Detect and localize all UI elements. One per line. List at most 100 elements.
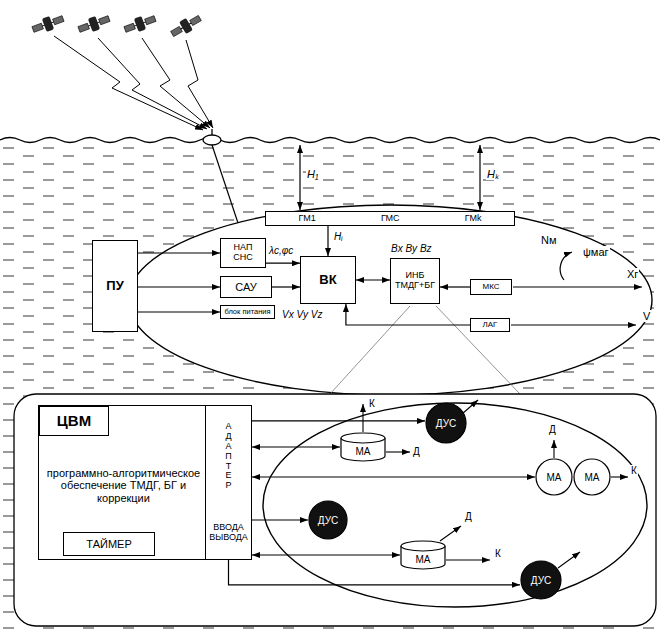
vehicle-axes-part (560, 252, 572, 280)
depth-arrows-part (299, 145, 300, 210)
signal-label: Hᵢ (333, 231, 343, 242)
connector (272, 286, 300, 287)
rate-gyro: ДУС (425, 402, 467, 444)
node-text: МКС (482, 283, 499, 292)
sensor-axes-part (386, 451, 410, 452)
magnetic-compass: МКС (470, 279, 512, 295)
accelerometer: МА (573, 458, 611, 496)
power-unit: блок питания (220, 305, 275, 319)
node-text: МА (585, 472, 600, 483)
node-text: ЦВМ (57, 413, 91, 430)
accelerometer: МА (535, 458, 573, 496)
cpu-cell: ЦВМ (39, 406, 109, 436)
connector (138, 311, 220, 312)
connector (327, 226, 328, 256)
satellites-part (123, 12, 158, 36)
accelerometer: МА (340, 432, 386, 462)
quantity-label: Hₖ (486, 168, 500, 180)
node-text: ТАЙМЕР (86, 538, 131, 550)
radio-signals-part (98, 38, 207, 129)
node-text: ГМk (465, 214, 482, 224)
depth-arrows (300, 145, 480, 210)
gyro-body (309, 501, 347, 539)
node-text: НАП СНС (233, 243, 253, 263)
connector (138, 286, 220, 287)
node-text: САУ (235, 281, 257, 293)
axis-label: Д (548, 424, 557, 435)
vehicle-axes-part (511, 324, 636, 325)
node-text: МА (356, 446, 371, 457)
connector (252, 446, 340, 447)
sensor-axes-part (446, 559, 490, 560)
gyro-body (521, 561, 561, 599)
vehicle-axes-part (513, 286, 642, 287)
gyro-body (426, 403, 466, 443)
computer-block: программно-алгоритмическое обеспечение Т… (38, 405, 209, 560)
node-text: ИНБ ТМДГ+БГ (395, 271, 435, 291)
io-adapter: АДАПТЕР ВВОДА ВЫВОДА (205, 405, 252, 560)
zoom-lines (330, 306, 520, 394)
node-text: блок питания (224, 308, 270, 316)
connector (266, 263, 300, 264)
quantity-label: Nм (540, 234, 558, 246)
node-text: АДАПТЕР (224, 422, 233, 491)
node-text: программно-алгоритмическое обеспечение Т… (39, 467, 208, 503)
signal-label: λс,φс (268, 245, 294, 256)
log-sensor: ЛАГ (470, 318, 510, 332)
control-panel: ПУ (92, 240, 138, 332)
computer-box: ВК (300, 256, 356, 304)
connector (252, 420, 425, 421)
axis-label: Д (464, 511, 473, 522)
sensor-axes-part (558, 552, 580, 568)
node-text: ДУС (318, 515, 338, 526)
satellites-part (169, 12, 204, 40)
quantity-label: Xг (626, 268, 639, 280)
axis-label: К (494, 548, 502, 559)
axis-label: Д (412, 446, 421, 457)
satellites-part (77, 12, 112, 36)
quantity-label: V (642, 310, 651, 322)
water (0, 138, 660, 634)
timer-cell: ТАЙМЕР (63, 532, 155, 556)
vehicle-axes (511, 252, 642, 325)
buoy (203, 129, 243, 238)
connector (440, 286, 470, 287)
sensor-circle (536, 459, 572, 495)
node-text: ВВОДА ВЫВОДА (209, 523, 248, 543)
inertial-block-outline (263, 403, 647, 607)
node-text: МА (416, 554, 431, 565)
inertial-unit: ИНБ ТМДГ+БГ (390, 258, 440, 304)
connector (356, 279, 390, 280)
satellites-part (31, 12, 66, 36)
satellites (31, 12, 204, 40)
water-part (0, 146, 660, 634)
node-text: МА (547, 472, 562, 483)
water-part (0, 138, 660, 143)
sensor-axes-part (362, 404, 363, 432)
node-text: ГМ1 (299, 214, 316, 224)
rate-gyro: ДУС (520, 560, 562, 600)
accelerometer: МА (400, 540, 446, 570)
gnss-receiver: НАП СНС (220, 238, 266, 268)
radio-signals (54, 36, 213, 130)
sensor-axes-part (440, 526, 461, 541)
connector (346, 304, 470, 325)
radio-signals-part (54, 36, 203, 130)
axis-label: К (368, 398, 376, 409)
connector (252, 519, 308, 520)
connector (252, 476, 535, 477)
vehicle-hull (128, 205, 652, 395)
signal-label: Vx Vy Vz (281, 309, 323, 320)
cylinder-top (401, 541, 445, 551)
zoom-lines-part (436, 306, 520, 394)
sensor-axes-part (611, 476, 628, 477)
sensor-band: ГМ1ГМСГМk (265, 211, 515, 226)
node-text: ПУ (106, 279, 123, 293)
depth-arrows-part (479, 145, 480, 210)
quantity-label: ψмаг (582, 246, 610, 258)
enlargement-panel (14, 394, 656, 626)
connector (252, 554, 400, 555)
connector (138, 252, 220, 253)
